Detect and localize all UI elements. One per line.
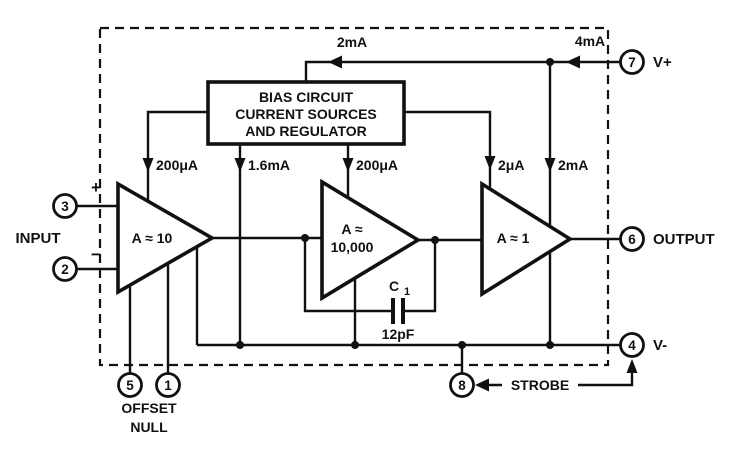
bias-box-outline bbox=[206, 80, 406, 146]
pin-number: 5 bbox=[126, 378, 134, 393]
pin-5-offset-null: 5 bbox=[117, 372, 143, 398]
arrow-down-icon bbox=[484, 156, 496, 170]
junction-dot bbox=[351, 341, 359, 349]
arrow-down-icon bbox=[234, 158, 246, 172]
junction-dot bbox=[458, 341, 466, 349]
ic-boundary bbox=[98, 26, 610, 367]
pin-3-noninverting: 3 bbox=[52, 193, 78, 219]
pin-6-output: 6 bbox=[619, 226, 645, 252]
pin-number: 3 bbox=[61, 199, 69, 214]
junction-dot bbox=[301, 234, 309, 242]
output-label: OUTPUT bbox=[653, 231, 715, 248]
amplifier-stage-1: A ≈ 10 bbox=[116, 180, 216, 296]
junction-dot bbox=[431, 236, 439, 244]
input-label: INPUT bbox=[16, 230, 61, 247]
external-labels: + − INPUT V+ OUTPUT V- STROBE OFFSET NUL… bbox=[16, 54, 715, 435]
vminus-label: V- bbox=[653, 337, 667, 354]
capacitor-value: 12pF bbox=[382, 326, 415, 342]
arrow-left-strobe-icon bbox=[475, 378, 489, 392]
current-stage1: 200μA bbox=[156, 157, 198, 173]
pin-4-vminus: 4 bbox=[619, 332, 645, 358]
amplifier-stage-2: A ≈ 10,000 bbox=[320, 178, 422, 302]
amp1-gain-label: A ≈ 10 bbox=[132, 230, 173, 246]
pin-circle bbox=[619, 332, 645, 358]
bias-box: BIAS CIRCUIT CURRENT SOURCES AND REGULAT… bbox=[206, 80, 406, 146]
wire-strobe-link bbox=[489, 371, 634, 387]
capacitor-name: C bbox=[389, 278, 399, 294]
vplus-label: V+ bbox=[653, 54, 672, 71]
arrow-down-icon bbox=[142, 158, 154, 172]
bias-box-line2: CURRENT SOURCES bbox=[235, 106, 377, 122]
pin-number: 8 bbox=[458, 378, 466, 393]
arrow-down-icon bbox=[544, 158, 556, 172]
pin-number: 7 bbox=[628, 55, 636, 70]
amp3-gain-label: A ≈ 1 bbox=[497, 230, 530, 246]
pin-circle bbox=[52, 193, 78, 219]
compensation-capacitor: C 1 12pF bbox=[382, 278, 415, 342]
amplifier-stage-3: A ≈ 1 bbox=[480, 180, 574, 298]
amp2-gain-label-line1: A ≈ bbox=[341, 221, 362, 237]
strobe-label: STROBE bbox=[511, 377, 569, 393]
junction-dot bbox=[236, 341, 244, 349]
pin-circle bbox=[619, 49, 645, 75]
amp1-triangle bbox=[116, 180, 216, 296]
inverting-sign: − bbox=[91, 245, 101, 264]
amp3-triangle bbox=[480, 180, 574, 298]
wires bbox=[76, 60, 634, 387]
pin-circle bbox=[52, 256, 78, 282]
offset-null-label-line1: OFFSET bbox=[121, 400, 177, 416]
arrow-down-icon bbox=[342, 158, 354, 172]
bias-box-line1: BIAS CIRCUIT bbox=[259, 89, 354, 105]
bias-box-line3: AND REGULATOR bbox=[245, 123, 367, 139]
current-tail: 1.6mA bbox=[248, 157, 290, 173]
wire-feed-stage3 bbox=[404, 110, 492, 189]
pin-1-offset-null: 1 bbox=[155, 372, 181, 398]
pin-circle bbox=[619, 226, 645, 252]
current-top-bias: 2mA bbox=[337, 34, 367, 50]
current-arrows bbox=[142, 55, 638, 392]
arrow-left-icon bbox=[566, 55, 580, 69]
arrow-left-icon bbox=[328, 55, 342, 69]
current-labels: 2mA 4mA 200μA 1.6mA 200μA 2μA 2mA bbox=[156, 33, 605, 173]
pin-circle bbox=[117, 372, 143, 398]
wire-vplus-top bbox=[304, 60, 620, 82]
amp2-gain-label-line2: 10,000 bbox=[331, 239, 374, 255]
junction-dot bbox=[546, 58, 554, 66]
junction-dots bbox=[236, 58, 554, 349]
current-stage3: 2μA bbox=[498, 157, 524, 173]
pin-circle bbox=[449, 372, 475, 398]
wire-cap-left bbox=[303, 238, 393, 313]
capacitor-name-subscript: 1 bbox=[404, 286, 410, 298]
pin-8-strobe: 8 bbox=[449, 372, 475, 398]
pin-2-inverting: 2 bbox=[52, 256, 78, 282]
junction-dot bbox=[546, 341, 554, 349]
current-stage2: 200μA bbox=[356, 157, 398, 173]
pin-number: 2 bbox=[61, 262, 69, 277]
arrow-up-icon bbox=[626, 359, 638, 373]
pin-circle bbox=[155, 372, 181, 398]
pin-number: 4 bbox=[628, 338, 636, 353]
amp2-triangle bbox=[320, 178, 422, 302]
wire-cap-right bbox=[403, 240, 437, 313]
pin-number: 6 bbox=[628, 232, 636, 247]
pin-number: 1 bbox=[164, 378, 172, 393]
noninverting-sign: + bbox=[91, 178, 101, 197]
offset-null-label-line2: NULL bbox=[130, 419, 168, 435]
pin-7-vplus: 7 bbox=[619, 49, 645, 75]
current-output-stage: 2mA bbox=[558, 157, 588, 173]
current-supply: 4mA bbox=[575, 33, 605, 49]
